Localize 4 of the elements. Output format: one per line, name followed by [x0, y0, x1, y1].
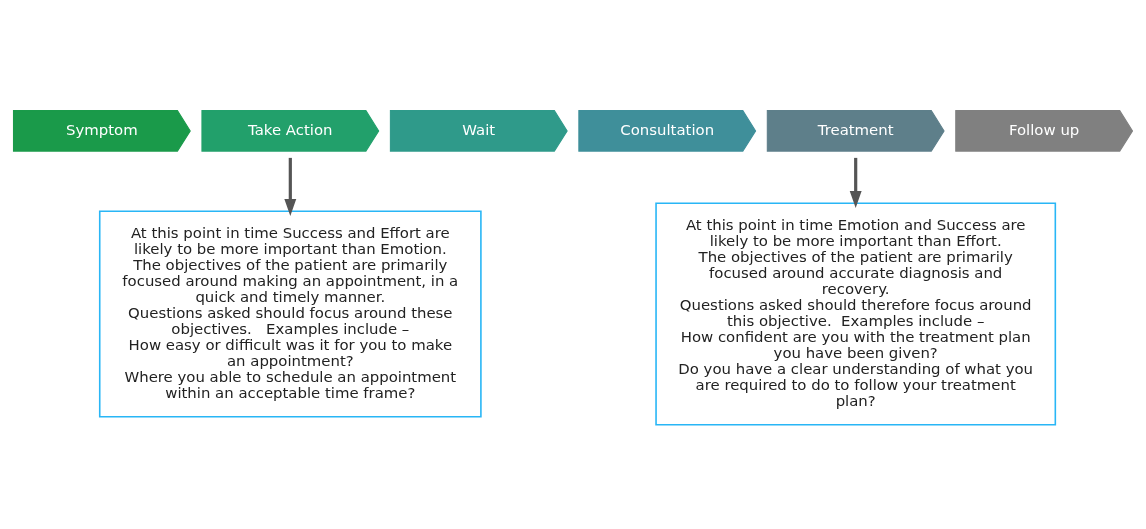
node-box: At this point in time Success and Effort are likely to be more important than Emotion. The objectives of the patient are primarily focused around making an appointment, in a quick and timely manner. Questions asked should focus around these objectives. Examples include – How easy or difficult was it for you to make an appointment? Where you able to schedule an appointment within an acceptable time frame?	[98, 210, 482, 418]
arrow	[284, 157, 297, 217]
arrow	[849, 157, 862, 209]
node-box: At this point in time Emotion and Success are likely to be more important than Effort. The objectives of the patient are primarily focused around accurate diagnosis and recovery. Questions asked should therefore focus around this objective. Examples include – How confident are you with the treatment plan you have been given? Do you have a clear understanding of what you are required to do to follow your treatment plan?	[655, 202, 1057, 426]
